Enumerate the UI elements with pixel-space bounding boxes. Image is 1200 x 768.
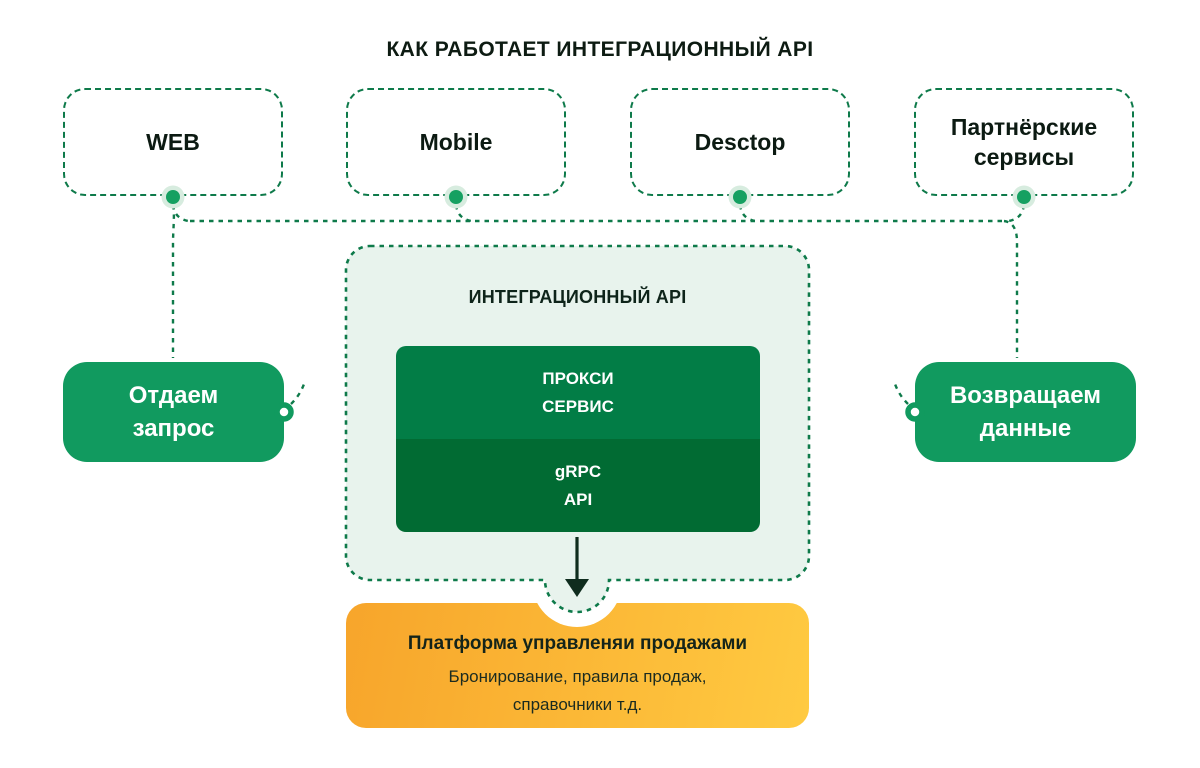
- request-box: Отдаем запрос: [63, 362, 284, 462]
- platform-notch: [532, 537, 622, 627]
- source-label-partner-services: Партнёрские сервисы: [950, 114, 1098, 170]
- response-box: Возвращаем данные: [915, 362, 1136, 462]
- platform-title: Платформа управленяи продажами: [407, 633, 748, 654]
- partner-branch-curve: [1008, 204, 1026, 223]
- request-drop-line: [171, 204, 176, 358]
- source-label-web: WEB: [146, 129, 200, 155]
- integration-api-title: ИНТЕГРАЦИОННЫЙ API: [468, 287, 687, 307]
- source-label-desktop: Desctop: [694, 129, 786, 155]
- response-tail-curve: [893, 383, 909, 405]
- request-tail-curve: [290, 383, 306, 405]
- source-box-web: WEB: [63, 88, 283, 196]
- source-box-desktop: Desctop: [630, 88, 850, 196]
- grpc-api-block: gRPC API: [396, 439, 760, 532]
- mobile-branch-curve: [454, 204, 472, 223]
- diagram-title: КАК РАБОТАЕТ ИНТЕГРАЦИОННЫЙ API: [386, 38, 814, 61]
- web-branch-curve: [171, 204, 189, 223]
- desktop-branch-curve: [738, 204, 756, 223]
- platform-subtitle: Бронирование, правила продаж, справочник…: [448, 667, 707, 714]
- source-box-partner-services: Партнёрские сервисы: [914, 88, 1134, 196]
- source-label-mobile: Mobile: [419, 129, 493, 155]
- proxy-grpc-box: ПРОКСИ СЕРВИС gRPC API: [394, 344, 762, 534]
- proxy-service-block: ПРОКСИ СЕРВИС: [396, 346, 760, 439]
- response-drop-line: [1003, 219, 1019, 358]
- source-box-mobile: Mobile: [346, 88, 566, 196]
